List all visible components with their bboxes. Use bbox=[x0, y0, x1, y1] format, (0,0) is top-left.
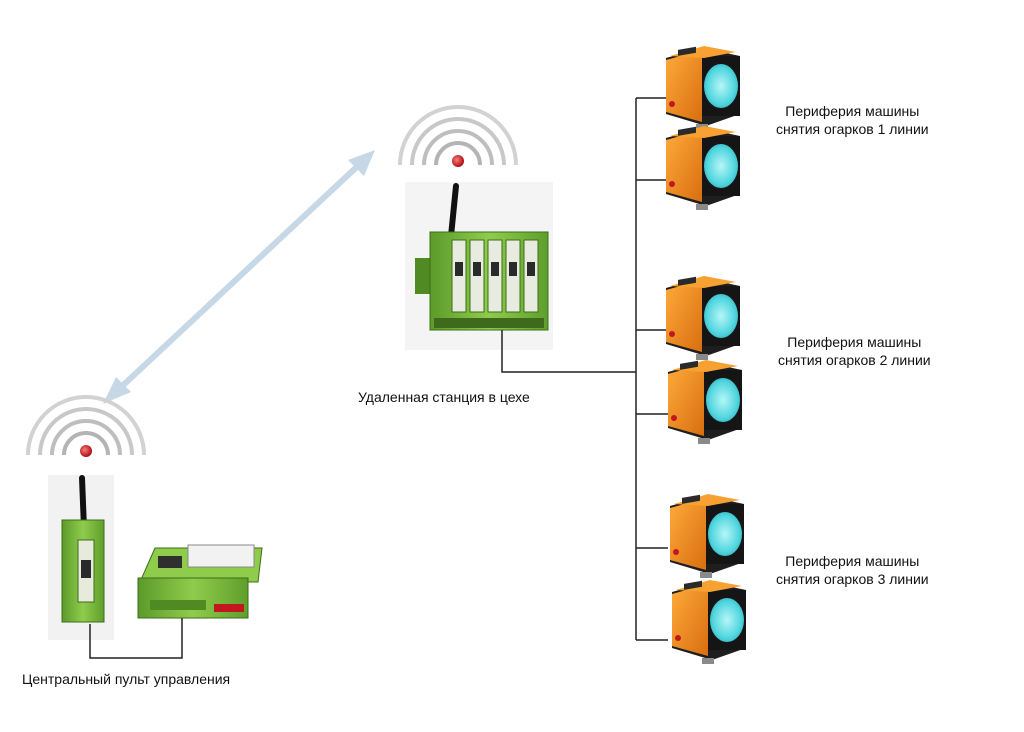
central-panel-device bbox=[48, 475, 114, 640]
remote-station-label: Удаленная станция в цехе bbox=[358, 389, 530, 405]
radio-signal-icon bbox=[26, 395, 146, 457]
peripheral-group-3-label: Периферия машины снятия огарков 3 линии bbox=[776, 552, 929, 588]
plc-module-icon bbox=[137, 544, 263, 619]
wireless-link-arrow bbox=[103, 150, 375, 404]
antenna-icon bbox=[448, 183, 459, 239]
peripheral-group-2-label: Периферия машины снятия огарков 2 линии bbox=[778, 333, 931, 369]
sensor-icon bbox=[666, 46, 740, 130]
peripheral-group-3-line2: снятия огарков 3 линии bbox=[776, 571, 929, 587]
peripheral-group-2-line1: Периферия машины bbox=[787, 334, 922, 350]
peripheral-group-1-line2: снятия огарков 1 линии bbox=[776, 121, 929, 137]
peripheral-group-1-label: Периферия машины снятия огарков 1 линии bbox=[776, 102, 929, 138]
wiring bbox=[89, 97, 668, 659]
sensor-icon bbox=[672, 580, 746, 664]
central-panel-label: Центральный пульт управления bbox=[22, 671, 231, 687]
peripheral-group-1-line1: Периферия машины bbox=[785, 103, 920, 119]
sensor-icon bbox=[666, 126, 740, 210]
sensor-icon bbox=[668, 360, 742, 444]
peripheral-group-3-line1: Периферия машины bbox=[785, 553, 920, 569]
sensor-icon bbox=[666, 276, 740, 360]
sensor-icon bbox=[670, 494, 744, 578]
peripheral-group-2-line2: снятия огарков 2 линии bbox=[778, 352, 931, 368]
remote-station-device bbox=[405, 182, 553, 350]
radio-signal-icon bbox=[398, 105, 518, 167]
